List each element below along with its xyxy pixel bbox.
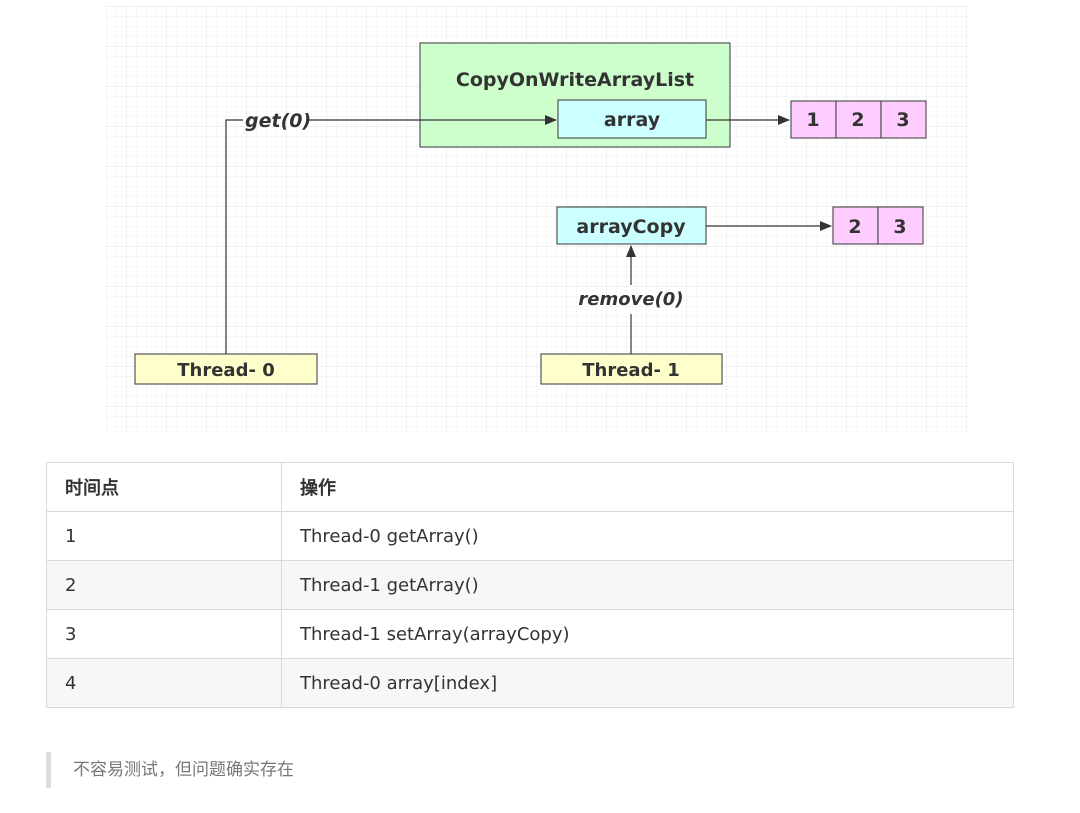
cell-operation: Thread-1 getArray(): [281, 560, 1014, 610]
cell-time: 4: [46, 658, 282, 708]
copy-on-write-diagram: CopyOnWriteArrayList array 1 2 3 arrayCo…: [106, 6, 968, 432]
edge-remove-label: remove(0): [578, 289, 683, 310]
diagram-svg: CopyOnWriteArrayList array 1 2 3 arrayCo…: [106, 6, 968, 432]
array-field-box: [557, 99, 707, 139]
table-header-row: 时间点 操作: [46, 462, 1014, 512]
array-copy-label: arrayCopy: [576, 216, 686, 238]
cell-operation: Thread-1 setArray(arrayCopy): [281, 609, 1014, 659]
thread-1-label: Thread- 1: [582, 360, 679, 381]
array-cell: [790, 100, 837, 139]
table-row: 4 Thread-0 array[index]: [46, 658, 1014, 708]
array-cell-value: 1: [806, 109, 819, 131]
copy-cell-value: 3: [893, 216, 906, 238]
header-time: 时间点: [46, 462, 282, 512]
class-box-title: CopyOnWriteArrayList: [456, 69, 694, 91]
copy-cell: [877, 206, 924, 245]
cell-time: 2: [46, 560, 282, 610]
array-cell: [880, 100, 927, 139]
cell-operation: Thread-0 getArray(): [281, 511, 1014, 561]
thread-0-label: Thread- 0: [177, 360, 274, 381]
header-operation: 操作: [281, 462, 1014, 512]
cell-operation: Thread-0 array[index]: [281, 658, 1014, 708]
array-copy-box: [556, 206, 707, 245]
array-cell-value: 3: [896, 109, 909, 131]
array-cell: [835, 100, 882, 139]
thread-0-box: [134, 353, 318, 385]
array-field-label: array: [604, 109, 661, 131]
array-cell-value: 2: [851, 109, 864, 131]
table-row: 3 Thread-1 setArray(arrayCopy): [46, 609, 1014, 659]
cell-time: 1: [46, 511, 282, 561]
cell-time: 3: [46, 609, 282, 659]
table-row: 2 Thread-1 getArray(): [46, 560, 1014, 610]
operations-table: 时间点 操作 1 Thread-0 getArray() 2 Thread-1 …: [46, 462, 1014, 708]
note-blockquote: 不容易测试，但问题确实存在: [46, 752, 294, 788]
table-row: 1 Thread-0 getArray(): [46, 511, 1014, 561]
edge-get-label: get(0): [245, 110, 311, 132]
edge-thread0-to-array: [225, 119, 243, 354]
note-text: 不容易测试，但问题确实存在: [73, 760, 294, 780]
copy-cell-value: 2: [848, 216, 861, 238]
